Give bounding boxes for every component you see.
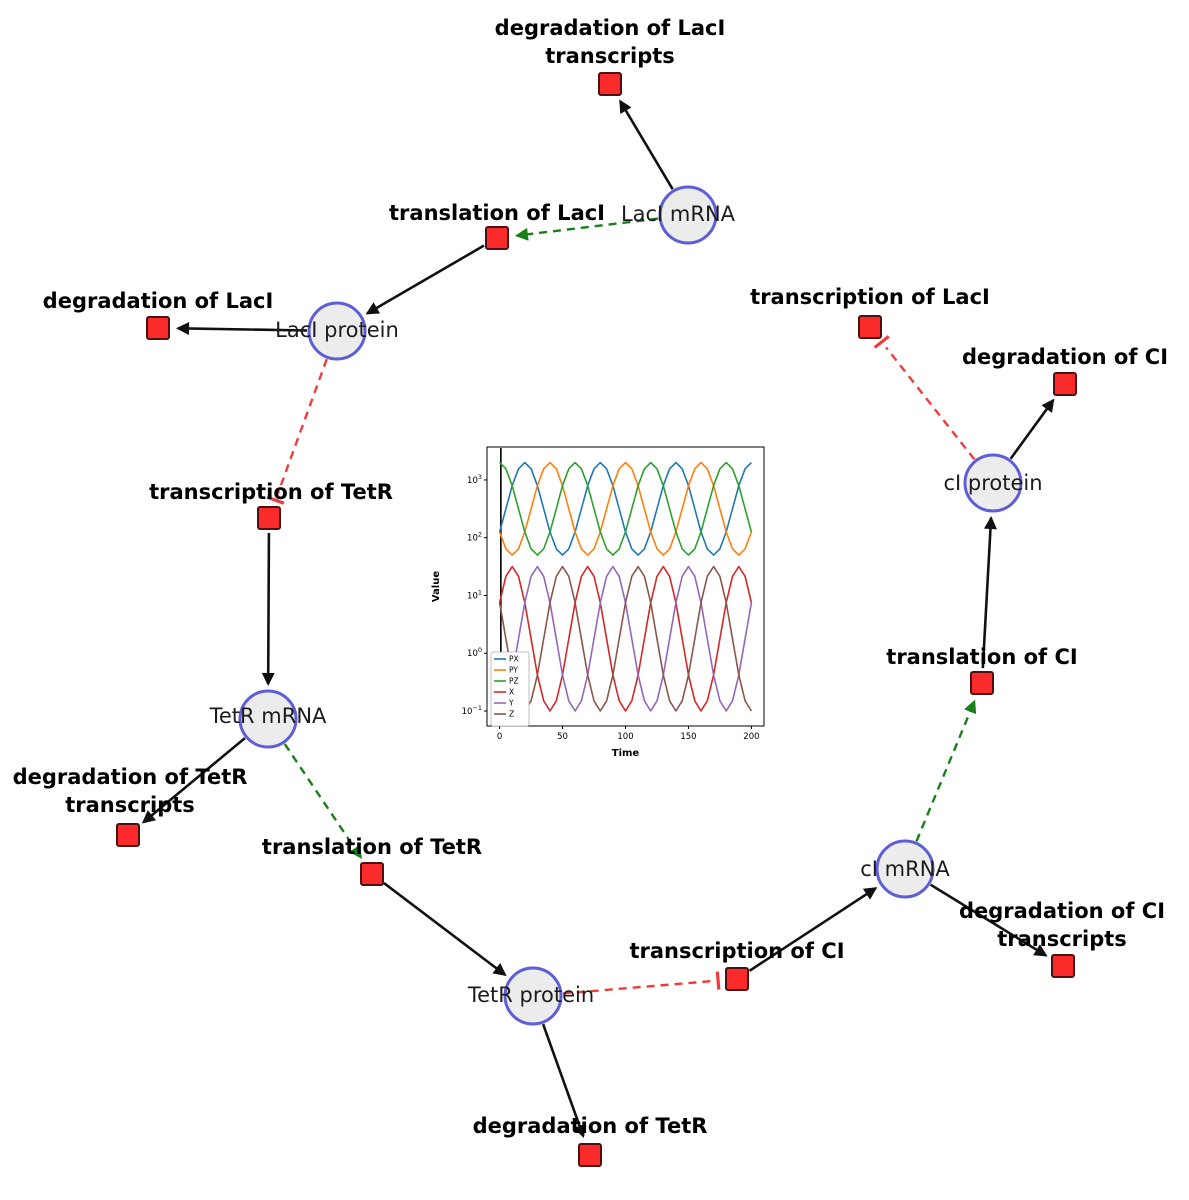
legend-label-PX: PX xyxy=(509,655,519,664)
reaction-node-transl-tetr[interactable] xyxy=(360,862,384,886)
edge-inhibition-ci-protein-to-transc-laci xyxy=(885,346,976,461)
species-node-tetr-protein[interactable] xyxy=(503,966,563,1026)
edge-modifier-tetr-mrna-to-transl-tetr xyxy=(283,743,362,860)
x-tick-label: 150 xyxy=(680,732,696,742)
species-node-ci-protein[interactable] xyxy=(963,453,1023,513)
edge-consumption-laci-protein-to-deg-laci xyxy=(176,322,308,336)
y-tick-label: 102 xyxy=(467,531,482,544)
reaction-node-deg-ci[interactable] xyxy=(1053,372,1077,396)
y-tick-label: 103 xyxy=(467,473,482,486)
reaction-node-transc-laci[interactable] xyxy=(858,315,882,339)
edge-modifier-ci-mrna-to-transl-ci xyxy=(915,699,977,842)
edge-consumption-ci-protein-to-deg-ci xyxy=(1009,398,1055,460)
inhibition-tee-icon xyxy=(873,335,890,349)
x-axis-label: Time xyxy=(612,748,640,759)
edge-production-transl-laci-to-laci-protein xyxy=(365,244,485,315)
y-tick-label: 10−1 xyxy=(462,704,482,717)
edge-consumption-tetr-protein-to-deg-tetr xyxy=(541,1023,586,1139)
series-line-X xyxy=(498,565,753,712)
edge-modifier-laci-mrna-to-transl-laci xyxy=(514,217,659,241)
legend-label-X: X xyxy=(509,688,514,697)
edge-inhibition-tetr-protein-to-transc-ci xyxy=(562,979,712,995)
x-tick-label: 0 xyxy=(497,732,502,742)
legend-label-Y: Y xyxy=(508,699,514,708)
y-axis-label: Value xyxy=(431,571,442,602)
x-tick-label: 50 xyxy=(557,732,568,742)
series-line-PY xyxy=(498,461,753,556)
species-node-ci-mrna[interactable] xyxy=(875,839,935,899)
reaction-node-transl-laci[interactable] xyxy=(485,226,509,250)
reaction-node-transc-ci[interactable] xyxy=(725,967,749,991)
species-node-tetr-mrna[interactable] xyxy=(238,689,298,749)
edge-production-transl-ci-to-ci-protein xyxy=(981,516,997,669)
edge-inhibition-laci-protein-to-transc-tetr xyxy=(276,358,328,494)
inhibition-tee-icon xyxy=(715,971,721,990)
reaction-node-deg-tetr-transcripts[interactable] xyxy=(116,823,140,847)
y-tick-label: 101 xyxy=(467,588,482,601)
reaction-node-deg-laci[interactable] xyxy=(146,316,170,340)
edge-consumption-ci-mrna-to-deg-ci-transcripts xyxy=(929,883,1048,957)
series-line-Z xyxy=(498,565,753,712)
reaction-node-transl-ci[interactable] xyxy=(970,671,994,695)
chart-frame xyxy=(486,446,765,727)
edge-consumption-tetr-mrna-to-deg-tetr-transcripts xyxy=(141,737,246,824)
reaction-node-transc-tetr[interactable] xyxy=(257,506,281,530)
x-tick-label: 100 xyxy=(617,732,633,742)
x-tick-label: 200 xyxy=(743,732,759,742)
reaction-node-deg-tetr[interactable] xyxy=(578,1143,602,1167)
legend-label-PZ: PZ xyxy=(509,677,519,686)
reaction-node-deg-ci-transcripts[interactable] xyxy=(1051,954,1075,978)
species-node-laci-protein[interactable] xyxy=(307,301,367,361)
reaction-node-deg-laci-transcripts[interactable] xyxy=(598,72,622,96)
legend-label-PY: PY xyxy=(509,666,518,675)
edge-consumption-laci-mrna-to-deg-laci-transcripts xyxy=(619,99,674,190)
inhibition-tee-icon xyxy=(266,495,285,505)
series-line-PZ xyxy=(499,461,753,556)
species-node-laci-mrna[interactable] xyxy=(658,185,718,245)
y-tick-label: 100 xyxy=(467,646,482,659)
legend-label-Z: Z xyxy=(509,710,514,719)
edge-production-transc-tetr-to-tetr-mrna xyxy=(261,532,275,686)
edge-production-transl-tetr-to-tetr-protein xyxy=(383,882,507,977)
edge-production-transc-ci-to-ci-mrna xyxy=(748,887,878,972)
timeseries-plot: 10−1 100 101 102 103 0 50 100 150 200 PX PY PZ XYZ Tim… xyxy=(431,446,765,759)
